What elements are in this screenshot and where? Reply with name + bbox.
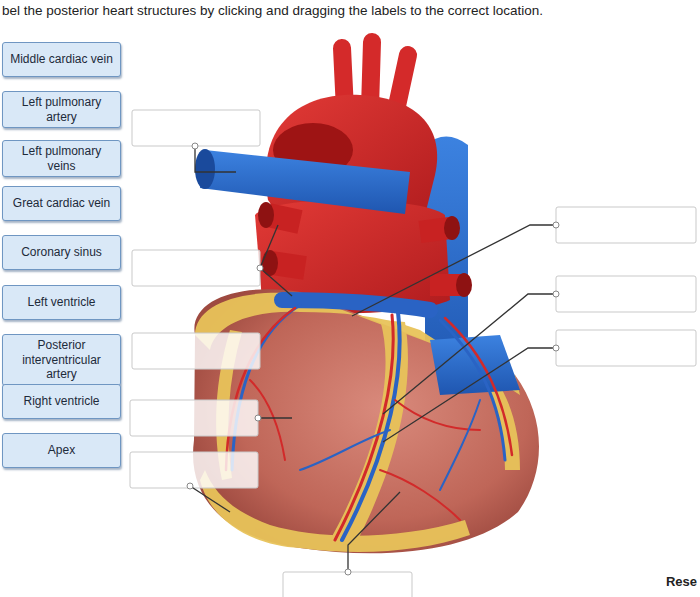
label-chip: Apex xyxy=(2,433,121,468)
label-chip: Great cardiac vein xyxy=(2,186,121,221)
label-chip: Coronary sinus xyxy=(2,235,121,270)
left-atrium xyxy=(255,200,450,313)
coronary-vessels xyxy=(226,305,512,540)
label-chip: Left pulmonary artery xyxy=(2,91,121,128)
coronary-sinus xyxy=(282,300,430,310)
leader-lines xyxy=(190,146,556,572)
label-chip: Middle cardiac vein xyxy=(2,42,121,77)
label-text: Left pulmonary artery xyxy=(7,95,116,124)
pulmonary-artery-end xyxy=(195,149,215,189)
label-text: Left pulmonary veins xyxy=(7,144,116,173)
label-text: Apex xyxy=(48,443,75,457)
label-text: Coronary sinus xyxy=(21,245,102,259)
reset-button: Rese xyxy=(666,574,697,589)
pulmonary-artery xyxy=(200,150,410,214)
label-text: Left ventricle xyxy=(27,295,95,309)
label-chip: Left ventricle xyxy=(2,285,121,320)
label-chip: Posterior interventricular artery xyxy=(2,334,121,386)
button-text: Rese xyxy=(666,574,697,589)
label-text: Posterior interventricular artery xyxy=(7,338,116,381)
drop-boxes xyxy=(130,110,696,597)
label-text: Right ventricle xyxy=(23,394,99,408)
label-text: Great cardiac vein xyxy=(13,196,110,210)
label-chip: Left pulmonary veins xyxy=(2,140,121,177)
leader-dots xyxy=(187,143,559,575)
pulmonary-veins xyxy=(258,202,472,297)
label-chip: Right ventricle xyxy=(2,384,121,419)
instruction-title: bel the posterior heart structures by cl… xyxy=(2,3,543,18)
label-text: Middle cardiac vein xyxy=(10,52,113,66)
